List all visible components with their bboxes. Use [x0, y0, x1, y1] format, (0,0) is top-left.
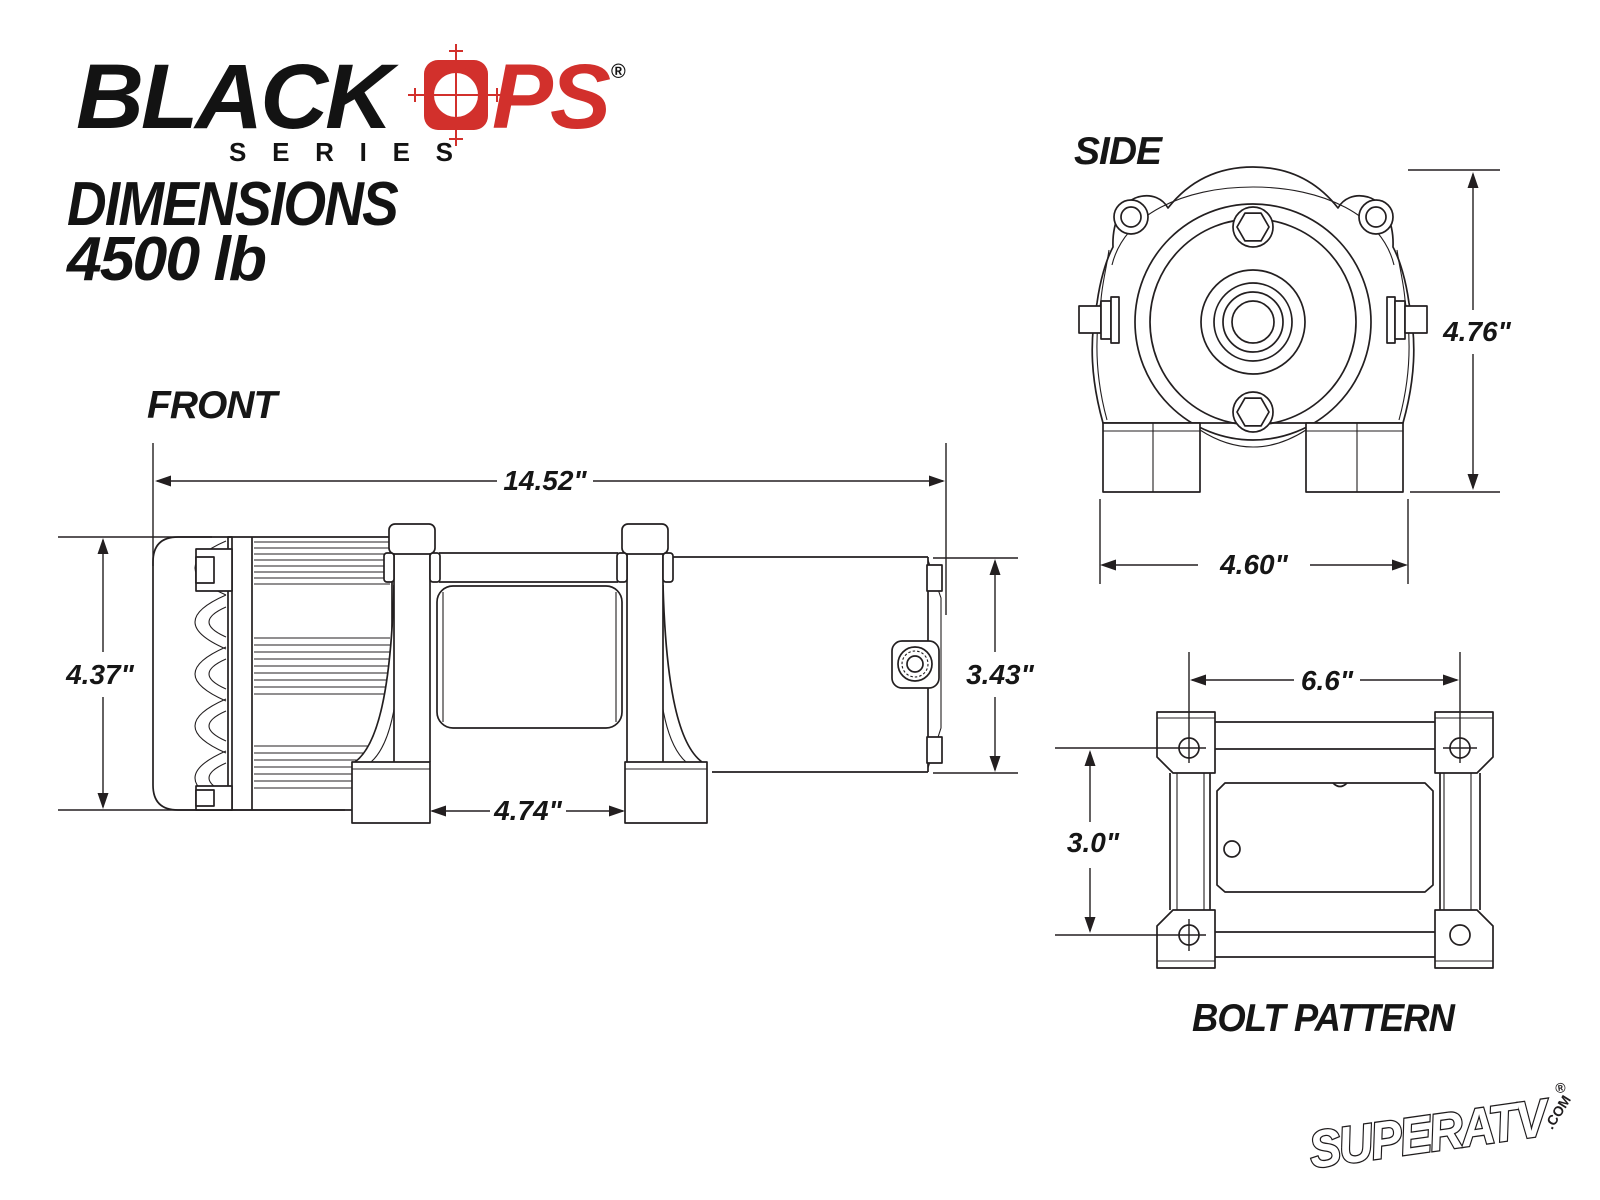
- side-pin-right-washer: [1394, 300, 1406, 340]
- tiebar-cap-a: [383, 552, 395, 583]
- side-pin-right-outer: [1404, 305, 1428, 334]
- dim-motor-height: 3.43": [966, 659, 1034, 690]
- side-view-drawing: [1078, 166, 1428, 493]
- center-shaft-hole: [1231, 300, 1275, 344]
- center-boss-plate: [1200, 269, 1306, 375]
- gearbox-clip-top: [926, 564, 943, 592]
- side-extension-lines: [1099, 169, 1500, 584]
- bolt-extension-lines: [1055, 652, 1477, 951]
- left-bracket-edges: [393, 552, 431, 762]
- side-foot-left-lines: [1103, 423, 1200, 492]
- side-foot-right: [1305, 422, 1404, 493]
- base-plate: [1216, 782, 1434, 893]
- motor-cooling-ribs: [254, 541, 390, 789]
- front-dimensions: 14.52" 4.37" 3.43" 4.74": [58, 443, 1035, 826]
- side-pin-left-base: [1110, 296, 1120, 344]
- hex-bolt-bottom: [1236, 397, 1270, 427]
- ear-hole-right: [1365, 206, 1387, 228]
- side-pin-right-base: [1386, 296, 1396, 344]
- center-boss-ring: [1213, 282, 1293, 362]
- side-foot-right-lines: [1306, 423, 1403, 492]
- gearbox-port-hole: [906, 655, 924, 673]
- dim-bolt-spacing-x: 6.6": [1301, 665, 1354, 696]
- superatv-registered-mark: ®: [1554, 1079, 1567, 1096]
- gearbox-port-outer: [897, 646, 933, 682]
- right-gusset-edge: [662, 584, 703, 763]
- side-pin-left-outer: [1078, 305, 1102, 334]
- bolt-hole-bottom-right: [1449, 924, 1471, 946]
- front-extension-lines: [58, 443, 1018, 811]
- left-gusset-edge: [354, 584, 395, 763]
- mount-rails: [1215, 721, 1435, 958]
- right-bracket-edges: [626, 552, 664, 762]
- brand-word-ops: PS: [492, 46, 611, 148]
- bolt-pattern-view: 6.6" 3.0" BOLT PATTERN: [1055, 652, 1494, 1040]
- side-view: SIDE: [1074, 130, 1512, 584]
- ear-hole-right-ring: [1358, 199, 1394, 235]
- right-gusset-fill: [663, 585, 702, 762]
- drum-tie-bar: [439, 552, 618, 583]
- side-view-label: SIDE: [1074, 130, 1163, 173]
- motor-foot-step: [195, 789, 215, 807]
- center-boss-collar: [1222, 291, 1284, 353]
- dim-side-width: 4.60": [1219, 549, 1288, 580]
- right-bracket-fill: [627, 552, 663, 764]
- title-line-1: DIMENSIONS: [67, 170, 398, 239]
- ear-hole-left-ring: [1113, 199, 1149, 235]
- gearbox-port-knurl: [901, 650, 929, 678]
- brand-registered-mark: ®: [611, 61, 626, 83]
- right-bracket-flange: [621, 523, 669, 555]
- bolt-pattern-dimensions: 6.6" 3.0": [1055, 652, 1477, 951]
- brand-logo: BLACK PS ® SERIES: [76, 44, 626, 167]
- crosshair-o-icon: [408, 44, 504, 146]
- side-channels-inner: [1176, 773, 1472, 910]
- base-plate-hole: [1223, 840, 1241, 858]
- side-pin-left-washer: [1100, 300, 1112, 340]
- left-gusset-fill: [355, 585, 394, 762]
- side-foot-left: [1102, 422, 1201, 493]
- left-foot: [351, 761, 431, 824]
- dim-side-height: 4.76": [1442, 316, 1511, 347]
- side-face-circle-outer: [1134, 203, 1372, 441]
- tiebar-cap-d: [662, 552, 674, 583]
- brand-word-black: BLACK: [76, 46, 400, 148]
- right-foot: [624, 761, 708, 824]
- left-bracket-flange: [388, 523, 436, 555]
- dim-overall-width: 14.52": [503, 465, 587, 496]
- front-view-label: FRONT: [147, 384, 280, 427]
- side-dimensions: 4.76" 4.60": [1099, 169, 1512, 584]
- winch-drum: [436, 585, 623, 729]
- gearbox-clip-bottom: [926, 736, 943, 764]
- dim-overall-height: 4.37": [65, 659, 134, 690]
- bolt-pattern-drawing: [1156, 711, 1494, 969]
- front-view-drawing: [152, 523, 943, 824]
- dim-mount-gap: 4.74": [493, 795, 562, 826]
- side-bottom-arc-echo: [1199, 429, 1307, 448]
- left-bracket-fill: [394, 552, 430, 764]
- clutch-housing-step: [195, 556, 215, 584]
- sheet-title: DIMENSIONS 4500 lb: [65, 170, 400, 294]
- hex-bolt-top: [1236, 212, 1270, 242]
- title-line-2: 4500 lb: [65, 225, 266, 294]
- bolt-pattern-label: BOLT PATTERN: [1192, 997, 1456, 1040]
- base-plate-notch: [1332, 782, 1348, 788]
- dim-bolt-spacing-y: 3.0": [1067, 827, 1120, 858]
- drum-flanges: [442, 592, 617, 722]
- front-view: FRONT: [58, 384, 1035, 826]
- tiebar-cap-c: [616, 552, 628, 583]
- ear-hole-left: [1120, 206, 1142, 228]
- side-channels-outer: [1169, 773, 1481, 910]
- tiebar-cap-b: [429, 552, 441, 583]
